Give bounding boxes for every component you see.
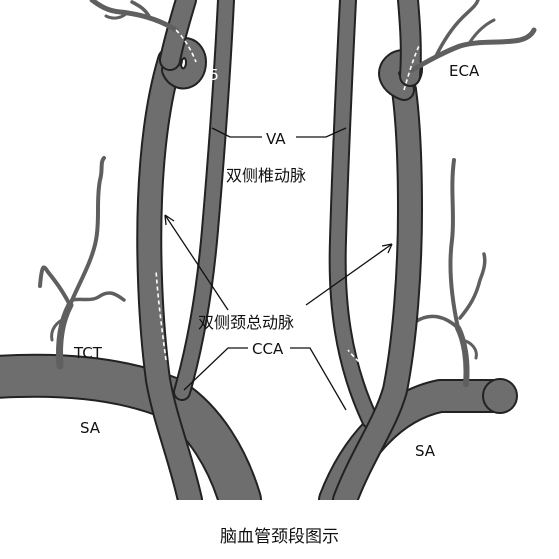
cervical-vessels-diagram: I5 ECA VA 双侧椎动脉 双侧颈总动脉 CCA TCT SA SA bbox=[0, 0, 537, 500]
left-vertebral-artery bbox=[173, 0, 235, 401]
va-label: VA bbox=[266, 130, 286, 148]
right-thyrocervical-trunk bbox=[404, 158, 487, 387]
left-sa-label: SA bbox=[80, 419, 101, 437]
tct-label: TCT bbox=[73, 344, 103, 362]
va-left-leader bbox=[211, 127, 262, 138]
left-common-carotid-artery bbox=[89, 0, 207, 500]
right-common-carotid-artery bbox=[332, 0, 537, 500]
eca-label: ECA bbox=[449, 62, 480, 80]
cca-label: CCA bbox=[252, 340, 284, 358]
right-sa-label: SA bbox=[415, 442, 436, 460]
cca-right-leader bbox=[290, 347, 347, 411]
va-right-leader bbox=[296, 127, 347, 138]
cca-left-arrowhead bbox=[164, 214, 175, 226]
figure-caption: 脑血管颈段图示 bbox=[220, 527, 339, 547]
left-subclavian-artery bbox=[0, 353, 262, 500]
right-vertebral-artery bbox=[328, 0, 379, 429]
cca-left-arrow bbox=[164, 214, 229, 311]
va-chinese-label: 双侧椎动脉 bbox=[226, 166, 306, 185]
segment-mark-label: I5 bbox=[205, 66, 219, 84]
cca-right-arrow bbox=[305, 243, 393, 306]
left-thyrocervical-trunk bbox=[38, 156, 126, 370]
cca-chinese-label: 双侧颈总动脉 bbox=[198, 313, 294, 332]
cca-right-arrowhead bbox=[381, 243, 393, 254]
cca-left-leader bbox=[183, 347, 248, 391]
